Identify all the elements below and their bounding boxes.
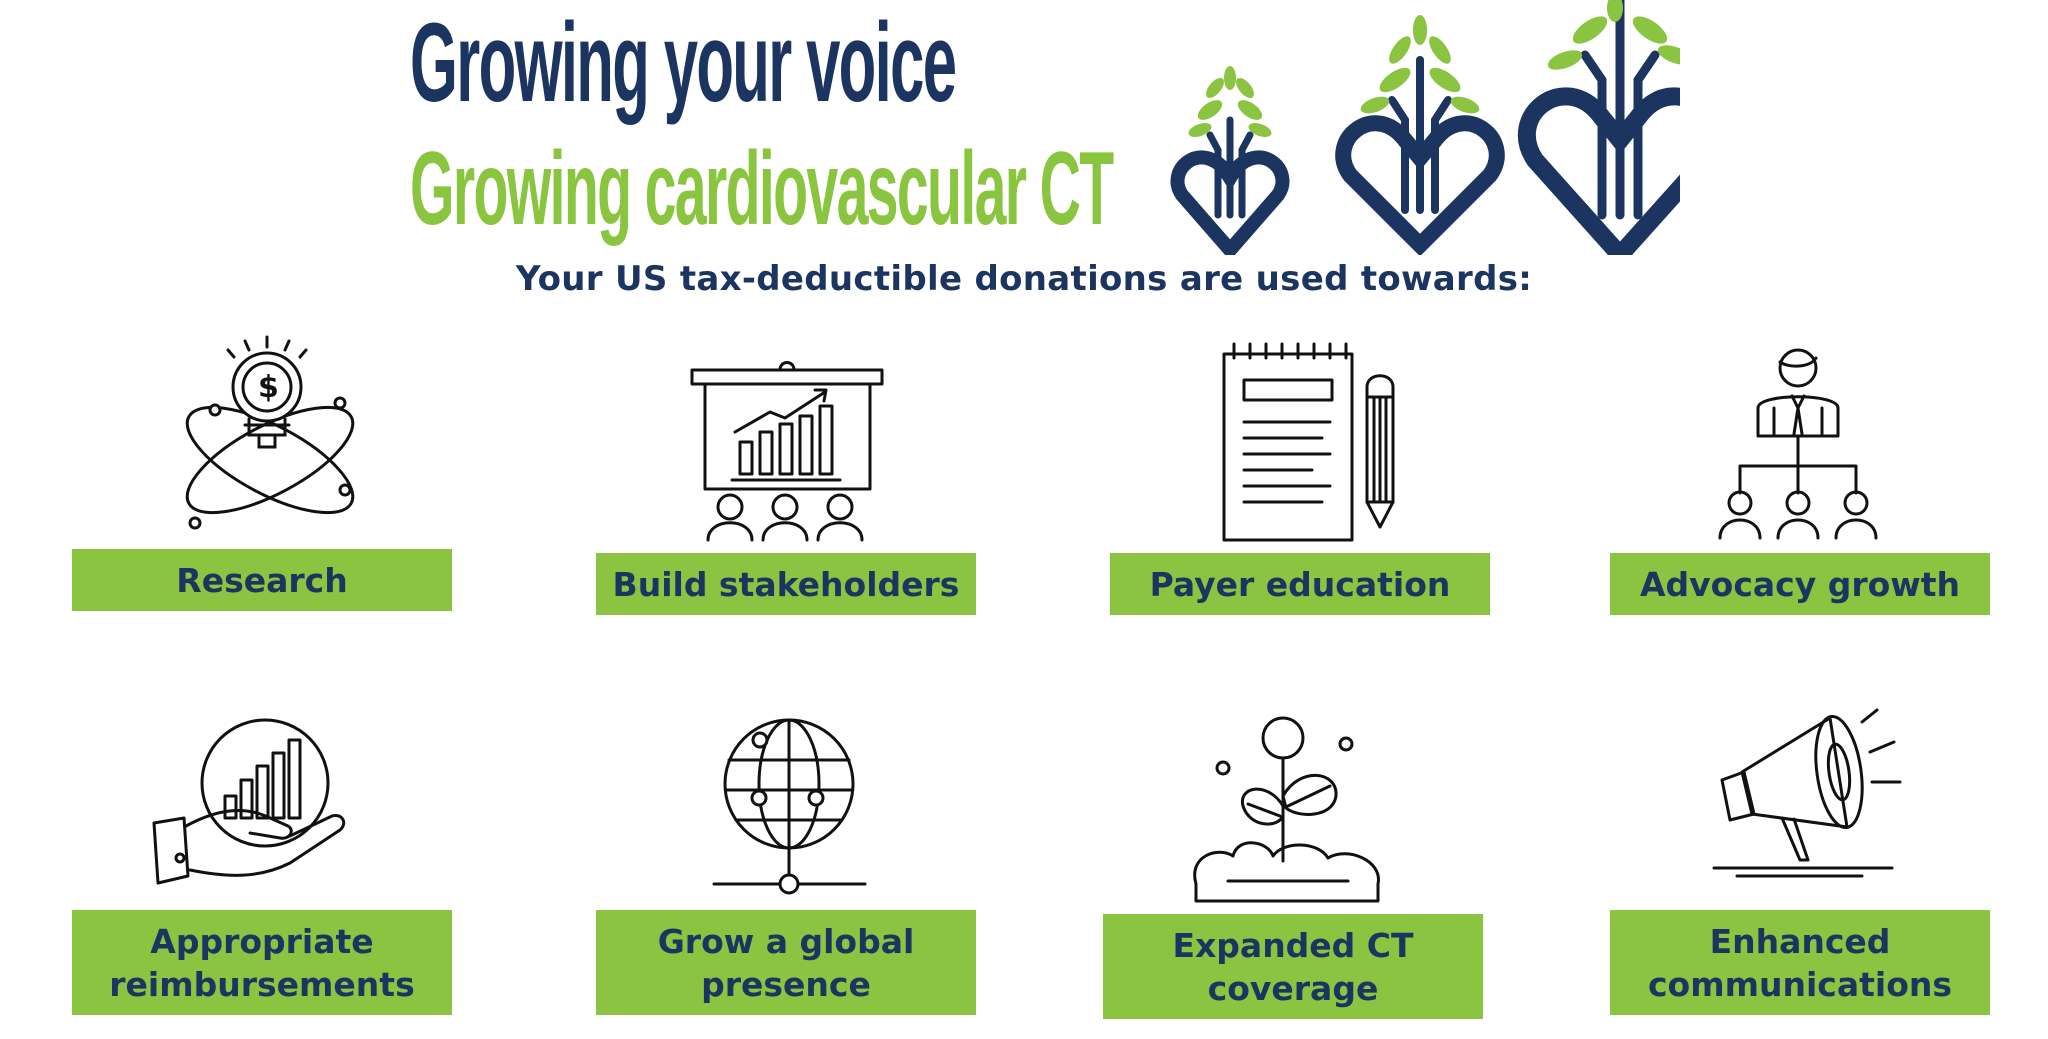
lightbulb-dollar-atom-icon: $ bbox=[175, 335, 365, 535]
expanded-ct-coverage-label: Expanded CT coverage bbox=[1103, 914, 1483, 1019]
label-text-line-2: presence bbox=[701, 964, 871, 1004]
headline-primary: Growing your voice bbox=[410, 0, 957, 125]
label-text: Advocacy growth bbox=[1639, 564, 1961, 604]
build-stakeholders-label: Build stakeholders bbox=[596, 553, 976, 615]
label-text-line-1: Grow a global bbox=[657, 921, 915, 961]
label-text-line-2: reimbursements bbox=[109, 964, 415, 1004]
svg-text:$: $ bbox=[258, 370, 279, 405]
headline-secondary: Growing cardiovascular CT bbox=[410, 131, 1114, 247]
research-label: Research bbox=[72, 549, 452, 611]
label-text-line-2: communications bbox=[1647, 964, 1953, 1004]
label-text-line-1: Appropriate bbox=[150, 921, 374, 961]
org-chart-icon bbox=[1718, 348, 1878, 540]
megaphone-icon bbox=[1712, 702, 1912, 882]
hand-growth-chart-icon bbox=[150, 718, 350, 888]
label-text-line-1: Enhanced bbox=[1709, 921, 1891, 961]
label-text: Payer education bbox=[1149, 564, 1451, 604]
payer-education-label: Payer education bbox=[1110, 553, 1490, 615]
enhanced-communications-label: Enhanced communications bbox=[1610, 910, 1990, 1015]
grow-global-presence-label: Grow a global presence bbox=[596, 910, 976, 1015]
plant-sprout-icon bbox=[1188, 716, 1388, 906]
label-text: Build stakeholders bbox=[612, 564, 960, 604]
notepad-pencil-icon bbox=[1222, 342, 1407, 542]
label-text-line-2: coverage bbox=[1207, 968, 1379, 1008]
appropriate-reimbursements-label: Appropriate reimbursements bbox=[72, 910, 452, 1015]
hearts-plants-logo bbox=[1170, 0, 1680, 255]
globe-network-icon bbox=[712, 708, 867, 898]
tagline: Your US tax-deductible donations are use… bbox=[515, 259, 1533, 299]
label-text-line-1: Expanded CT bbox=[1172, 925, 1414, 965]
label-text: Research bbox=[176, 560, 348, 600]
presentation-audience-icon bbox=[690, 352, 890, 542]
advocacy-growth-label: Advocacy growth bbox=[1610, 553, 1990, 615]
